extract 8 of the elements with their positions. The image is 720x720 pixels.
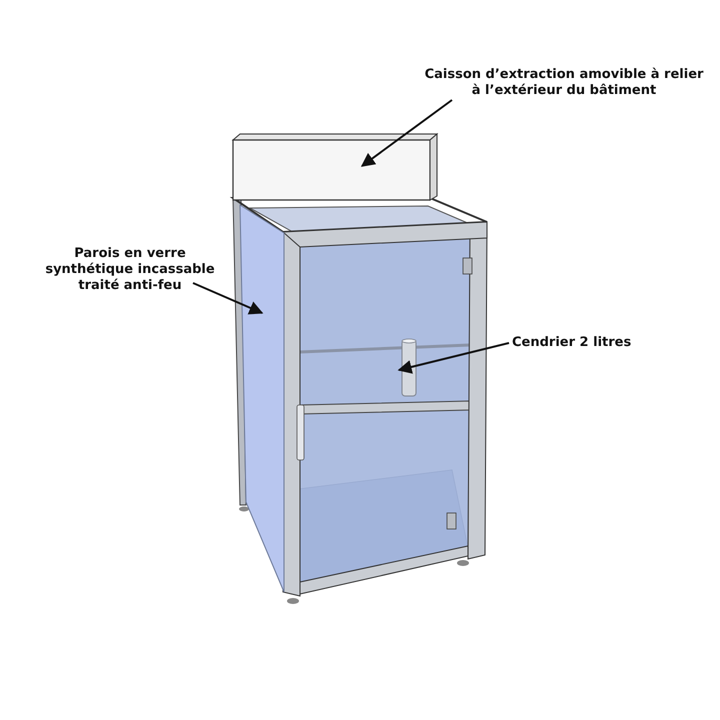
callout-text: Cendrier 2 litres	[512, 335, 652, 351]
glass-side-panel	[239, 204, 284, 592]
extraction-box	[232, 132, 438, 201]
callout-text: Caisson d’extraction amovible à relier à l’extérieur du bâtiment	[418, 67, 710, 99]
callout-text: Parois en verre synthétique incassable traité anti-feu	[30, 246, 230, 294]
leader-arrow	[192, 282, 264, 314]
leader-arrow	[398, 342, 510, 374]
leader-arrow	[360, 99, 453, 167]
